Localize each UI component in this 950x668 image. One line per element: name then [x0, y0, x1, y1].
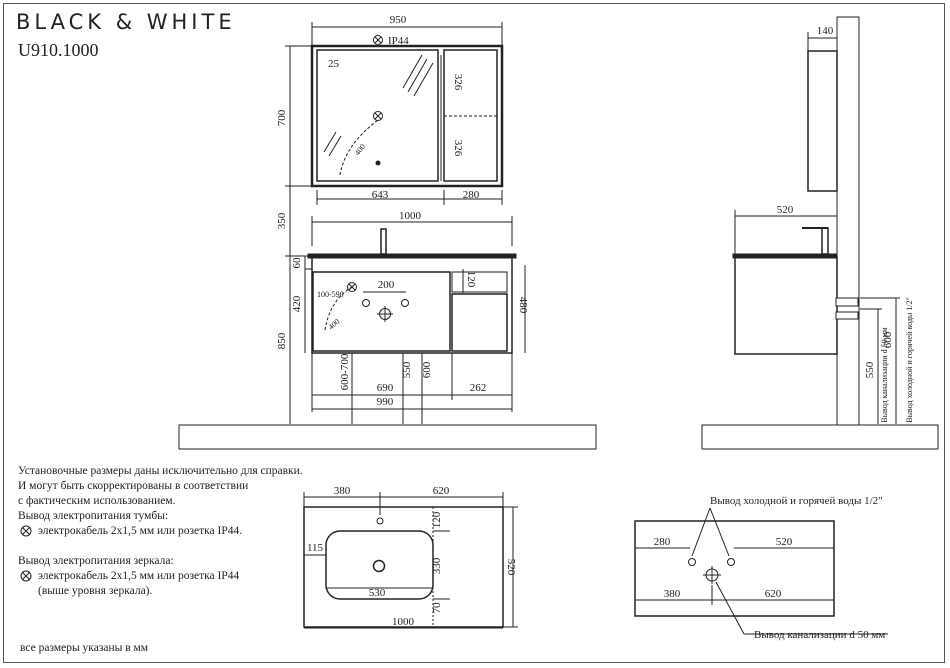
side-water-label: Вывод холодной и горячей воды 1/2" [905, 297, 914, 423]
mirror-outlet-icon [373, 111, 383, 121]
installation-notes: Установочные размеры даны исключительно … [18, 464, 308, 599]
dim-mirror-width: 950 [390, 14, 407, 26]
dim-mirror-depth: 140 [817, 25, 834, 37]
disclaimer-line-1: Установочные размеры даны исключительно … [18, 465, 303, 477]
dim-arc-low: 400 [327, 317, 342, 332]
dim-left-margin: 115 [307, 542, 324, 554]
dim-socket-range: 100-590 [317, 290, 344, 299]
sink-top-view [303, 492, 518, 629]
dim-pipe-spacing: 200 [378, 279, 395, 291]
dim-vanity-depth: 520 [777, 204, 794, 216]
dim-vanity-width: 1000 [399, 210, 422, 222]
water-pipe-left-icon [362, 299, 370, 307]
dim-pipe-height: 550 [401, 361, 413, 378]
mirror-front [310, 44, 504, 188]
cabinet-outlet-note-icon [20, 525, 32, 537]
dim-side-550: 550 [864, 361, 876, 378]
dim-tap-to-right: 620 [433, 485, 450, 497]
model-number: U910.1000 [18, 40, 99, 60]
disclaimer-line-2: И могут быть скорректированы в соответст… [18, 480, 249, 492]
dim-mirror-right: 280 [463, 189, 480, 201]
dim-total-height: 850 [276, 332, 288, 349]
side-drain-label: Вывод канализации d 50 мм [880, 327, 889, 422]
dim-side-600: 600 [882, 331, 894, 348]
drain-front-icon [377, 306, 393, 322]
dim-right-height: 480 [517, 297, 529, 314]
mirror-power-note: (выше уровня зеркала). [38, 585, 153, 597]
dim-drain-height: 600 [421, 361, 433, 378]
dim-arc: 400 [353, 142, 368, 157]
mirror-power-title: Вывод электропитания зеркала: [18, 555, 174, 567]
water-pipe-right-icon [401, 299, 409, 307]
wall-plan [634, 507, 888, 635]
floor-front [178, 424, 597, 450]
side-view [701, 16, 939, 450]
dim-right-water: 520 [776, 536, 793, 548]
plan-water-label: Вывод холодной и горячей воды 1/2" [710, 495, 883, 507]
dimension-lines [285, 22, 526, 424]
dim-shelf-bottom: 326 [452, 140, 464, 157]
units-footer: все размеры указаны в мм [20, 642, 149, 654]
brand-logo: BLACK & WHITE [16, 10, 236, 34]
mirror-sensor-dot [375, 160, 381, 166]
disclaimer-line-3: с фактическим использованием. [18, 495, 176, 507]
dim-front: 70 [431, 602, 443, 614]
ip-outlet-icon [373, 35, 383, 45]
plan-drain-label: Вывод канализации d 50 мм [754, 629, 885, 641]
dim-inset: 25 [328, 58, 340, 70]
dim-socket-height: 600-700 [339, 353, 351, 390]
vanity-outlet-icon [347, 282, 357, 292]
dim-left-water: 280 [654, 536, 671, 548]
mirror-power-text: электрокабель 2х1,5 мм или розетка IP44 [38, 570, 240, 582]
dim-top-thickness: 60 [291, 257, 303, 269]
dim-bowl-width: 530 [369, 587, 386, 599]
ip-label: IP44 [388, 35, 409, 47]
vanity-front [307, 228, 517, 354]
dim-sink-width: 1000 [392, 616, 415, 628]
dim-gap: 350 [276, 212, 288, 229]
dim-rear: 120 [431, 511, 443, 528]
dim-mirror-height: 700 [276, 109, 288, 126]
dim-right-drain: 620 [765, 588, 782, 600]
dim-bowl-depth: 330 [431, 557, 443, 574]
dim-cabinet-height: 420 [291, 295, 303, 312]
dim-span-690: 690 [377, 382, 394, 394]
cabinet-power-text: электрокабель 2х1,5 мм или розетка IP44. [38, 525, 243, 537]
dim-span-262: 262 [470, 382, 487, 394]
dim-sink-depth: 520 [505, 559, 517, 576]
drawing-frame [3, 3, 945, 663]
dim-span-990: 990 [377, 396, 394, 408]
mirror-outlet-note-icon [20, 570, 32, 582]
dim-shelf-top: 326 [452, 74, 464, 91]
dim-left-to-tap: 380 [334, 485, 351, 497]
dim-left-drain: 380 [664, 588, 681, 600]
dim-mirror-left: 643 [372, 189, 389, 201]
dim-drawer-height: 120 [465, 271, 477, 288]
cabinet-power-title: Вывод электропитания тумбы: [18, 510, 169, 522]
